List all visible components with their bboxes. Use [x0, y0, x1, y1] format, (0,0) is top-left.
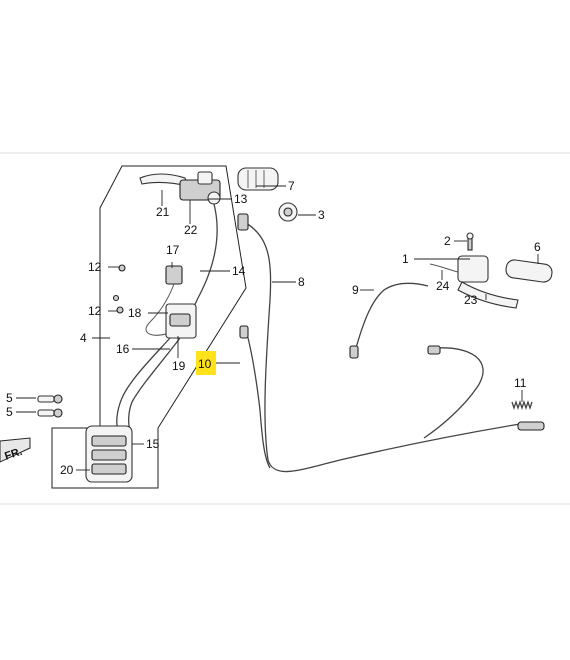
front-brake-lever [139, 171, 221, 205]
callout-7: 7 [288, 179, 295, 193]
callout-3: 3 [318, 208, 325, 222]
lever-pivot-screw [466, 232, 474, 251]
brake-hose-lower-a [116, 337, 171, 431]
screw-lower-b [112, 294, 120, 302]
callout-22: 22 [184, 223, 198, 237]
throttle-cable [243, 221, 521, 473]
brake-cable-end [239, 325, 249, 339]
callout-10: 10 [198, 357, 212, 371]
screw-upper [118, 264, 126, 272]
callout-16: 16 [116, 342, 130, 356]
bolt-upper [37, 394, 63, 404]
throttle-housing [278, 202, 298, 222]
callout-12-upper: 12 [88, 260, 102, 274]
cable-adjuster-right [517, 421, 545, 431]
callout-5-upper: 5 [6, 391, 13, 405]
cable-end-right [427, 345, 441, 355]
front-direction-marker: FR. [0, 437, 31, 463]
left-grip [505, 259, 553, 283]
callout-10-highlight [196, 351, 216, 375]
callout-6: 6 [534, 240, 541, 254]
callout-21: 21 [156, 205, 170, 219]
callout-15: 15 [146, 437, 160, 451]
rear-brake-cable [245, 329, 271, 469]
abs-modulator [165, 303, 197, 339]
callout-5-lower: 5 [6, 405, 13, 419]
callout-1: 1 [402, 252, 409, 266]
brake-caliper [85, 425, 133, 483]
callout-4: 4 [80, 331, 87, 345]
screw-lower [116, 306, 124, 314]
callout-17: 17 [166, 243, 180, 257]
callout-8: 8 [298, 275, 305, 289]
callout-20: 20 [60, 463, 74, 477]
return-spring [511, 399, 533, 411]
assembly-group-outline [51, 165, 247, 489]
choke-cable-end [349, 345, 359, 359]
throttle-cable-end [237, 213, 249, 231]
callout-13: 13 [234, 192, 248, 206]
clutch-cable-b [423, 347, 484, 439]
callout-11: 11 [514, 376, 527, 390]
callout-18: 18 [128, 306, 142, 320]
callout-14: 14 [232, 264, 246, 278]
throttle-grip [237, 167, 279, 191]
callout-2: 2 [444, 234, 451, 248]
bolt-lower [37, 408, 63, 418]
callout-9: 9 [352, 283, 359, 297]
choke-cable [355, 282, 429, 349]
callout-23: 23 [464, 293, 478, 307]
callout-19: 19 [172, 359, 186, 373]
brake-hose-lower-b [128, 337, 181, 431]
front-direction-label: FR. [3, 446, 24, 463]
rear-brake-lever-assembly [429, 255, 519, 309]
callout-12-lower: 12 [88, 304, 102, 318]
sensor-connector [145, 265, 183, 336]
callout-24: 24 [436, 279, 450, 293]
